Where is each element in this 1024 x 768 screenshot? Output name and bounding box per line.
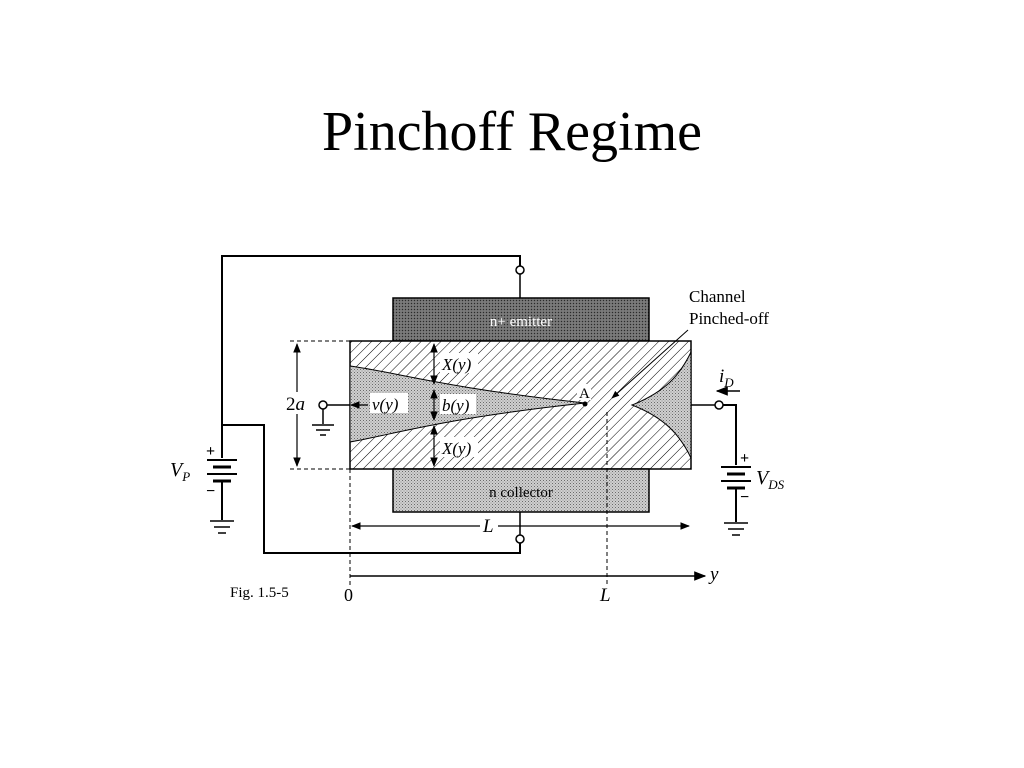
vds-battery-icon — [721, 466, 751, 522]
dim-l-label: L — [482, 516, 494, 537]
y-axis-label: y — [708, 564, 719, 585]
point-a-label-bg — [577, 384, 591, 400]
emitter-region — [392, 297, 650, 342]
dim-2a-label-bg — [284, 392, 310, 414]
vp-minus: − — [206, 483, 215, 500]
emitter-terminal — [515, 265, 525, 275]
point-a-label: A — [579, 386, 590, 402]
vds-plus: + — [740, 450, 749, 467]
id-label: iD — [719, 366, 734, 390]
xy-top-label: X(y) — [441, 355, 472, 374]
source-terminal — [318, 400, 328, 410]
vy-label: v(y) — [372, 395, 399, 414]
drain-channel — [630, 351, 692, 459]
wire-bottom — [222, 424, 521, 554]
figure-caption: Fig. 1.5-5 — [230, 585, 289, 601]
dim-2a-label: 2a — [286, 394, 305, 415]
emitter-label: n+ emitter — [490, 314, 552, 330]
vds-minus: − — [740, 489, 749, 506]
vp-battery-icon — [207, 459, 237, 520]
vds-wire — [723, 404, 737, 465]
xy-top-label-bg — [440, 353, 478, 373]
dim-l-label-bg — [480, 514, 498, 536]
axis-zero-label: 0 — [344, 585, 353, 605]
ground-source-icon — [312, 424, 334, 436]
collector-label: n collector — [489, 485, 553, 501]
vp-label: VP — [170, 459, 190, 484]
collector-terminal — [515, 534, 525, 544]
ground-right-icon — [724, 522, 748, 536]
vy-label-bg — [370, 393, 408, 413]
slide-title: Pinchoff Regime — [321, 101, 703, 163]
axis-l-label: L — [599, 585, 611, 606]
collector-region — [392, 468, 650, 513]
xy-bottom-label: X(y) — [441, 439, 472, 458]
by-label-bg — [440, 394, 476, 414]
vds-label: VDS — [756, 467, 785, 492]
callout-line1: Channel — [689, 287, 746, 306]
vp-plus: + — [206, 443, 215, 460]
pinch-point-a — [582, 401, 588, 407]
drain-terminal — [714, 400, 724, 410]
callout-line2: Pinched-off — [689, 309, 769, 328]
wire-top — [221, 255, 521, 425]
xy-bottom-label-bg — [440, 437, 478, 457]
by-label: b(y) — [442, 396, 470, 415]
callout-arrow — [611, 329, 689, 399]
ground-left-icon — [210, 520, 234, 534]
